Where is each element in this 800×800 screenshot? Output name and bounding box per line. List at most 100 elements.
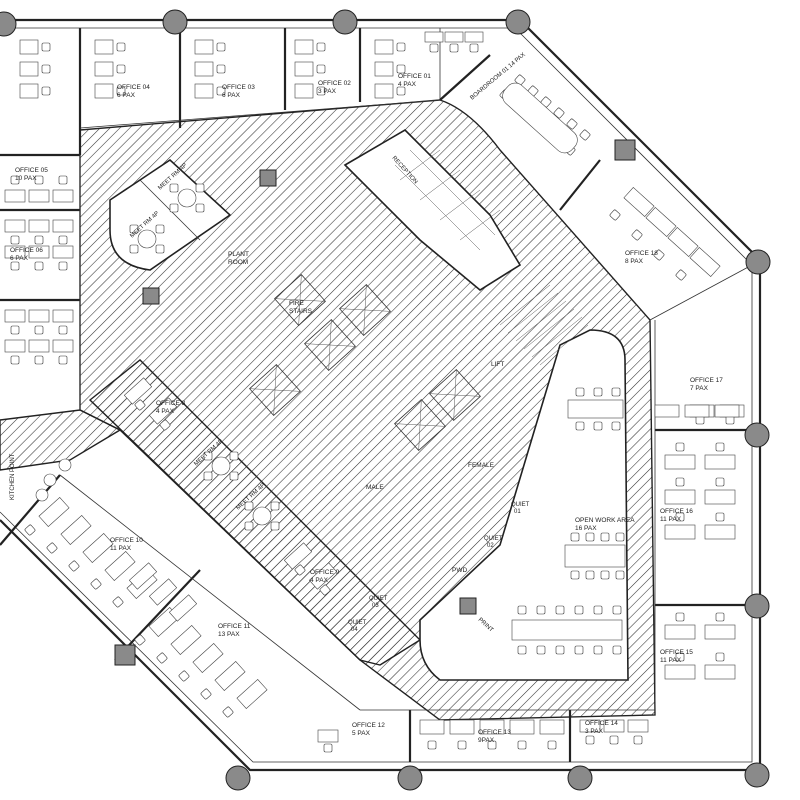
chair bbox=[10, 175, 20, 185]
chair bbox=[41, 86, 51, 96]
plant-room-line1: PLANT bbox=[228, 251, 249, 258]
chair bbox=[457, 740, 467, 750]
desk bbox=[28, 339, 50, 353]
office13-name: OFFICE 13 bbox=[478, 729, 511, 736]
desk bbox=[4, 339, 26, 353]
desk bbox=[28, 309, 50, 323]
meeting-tables bbox=[137, 188, 272, 526]
chair bbox=[631, 229, 643, 241]
chair bbox=[34, 355, 44, 365]
desk bbox=[704, 489, 736, 505]
desk bbox=[704, 454, 736, 470]
chair bbox=[675, 652, 685, 662]
chair bbox=[612, 605, 622, 615]
office08-pax: 4 PAX bbox=[156, 408, 175, 415]
chair bbox=[58, 355, 68, 365]
quiet03-line1: QUIET bbox=[369, 596, 388, 602]
chair bbox=[316, 86, 326, 96]
chair bbox=[229, 451, 239, 461]
lift-label: LIFT bbox=[491, 361, 504, 368]
desk bbox=[664, 454, 696, 470]
chair bbox=[396, 86, 406, 96]
desk bbox=[194, 83, 214, 99]
chair bbox=[517, 645, 527, 655]
chair bbox=[547, 740, 557, 750]
desk bbox=[4, 245, 26, 259]
desk bbox=[192, 643, 224, 673]
desk bbox=[374, 39, 394, 55]
chair bbox=[58, 235, 68, 245]
chair bbox=[396, 64, 406, 74]
chair bbox=[579, 129, 591, 141]
desk bbox=[52, 189, 74, 203]
chair bbox=[593, 605, 603, 615]
chair bbox=[611, 421, 621, 431]
chair bbox=[222, 706, 234, 718]
chair bbox=[244, 521, 254, 531]
chair bbox=[58, 175, 68, 185]
desk bbox=[664, 664, 696, 680]
office06-name: OFFICE 06 bbox=[10, 247, 43, 254]
open-work-area-name: OPEN WORK AREA bbox=[575, 517, 635, 524]
desk bbox=[294, 83, 314, 99]
desk bbox=[94, 39, 114, 55]
chair bbox=[449, 43, 459, 53]
desk bbox=[52, 219, 74, 233]
chair bbox=[270, 521, 280, 531]
chair bbox=[570, 570, 580, 580]
chair bbox=[200, 688, 212, 700]
desk bbox=[168, 594, 198, 622]
chair bbox=[34, 235, 44, 245]
chair bbox=[10, 355, 20, 365]
desk bbox=[704, 664, 736, 680]
chair bbox=[575, 387, 585, 397]
chair bbox=[323, 743, 333, 753]
desk bbox=[667, 227, 699, 257]
chair bbox=[169, 203, 179, 213]
desk bbox=[52, 339, 74, 353]
desk bbox=[283, 542, 313, 570]
chair bbox=[570, 532, 580, 542]
chair bbox=[715, 477, 725, 487]
chair bbox=[600, 570, 610, 580]
desk bbox=[128, 562, 158, 590]
quiet01-line2: 01 bbox=[514, 509, 521, 515]
desk bbox=[603, 719, 625, 733]
chair bbox=[593, 421, 603, 431]
office16-pax: 11 PAX bbox=[660, 516, 682, 523]
office12-pax: 5 PAX bbox=[352, 730, 371, 737]
office01-name: OFFICE 01 bbox=[398, 73, 431, 80]
chair bbox=[216, 86, 226, 96]
chair bbox=[574, 645, 584, 655]
desk bbox=[19, 61, 39, 77]
desk bbox=[664, 489, 696, 505]
chair bbox=[427, 740, 437, 750]
chair bbox=[178, 670, 190, 682]
desk bbox=[194, 39, 214, 55]
chair bbox=[155, 224, 165, 234]
chair bbox=[216, 64, 226, 74]
desk bbox=[148, 578, 178, 606]
office05-name: OFFICE 05 bbox=[15, 167, 48, 174]
office11-name: OFFICE 11 bbox=[218, 623, 251, 630]
stair-treads bbox=[499, 284, 589, 366]
chair bbox=[429, 43, 439, 53]
chair bbox=[203, 451, 213, 461]
chair bbox=[517, 605, 527, 615]
structural-columns bbox=[0, 9, 771, 791]
chair bbox=[675, 442, 685, 452]
chair bbox=[675, 269, 687, 281]
office17-pax: 7 PAX bbox=[690, 385, 709, 392]
quiet04-line1: QUIET bbox=[348, 620, 367, 626]
chair bbox=[566, 118, 578, 130]
desk bbox=[664, 624, 696, 640]
chair bbox=[134, 399, 146, 411]
chair bbox=[116, 42, 126, 52]
chair bbox=[34, 175, 44, 185]
chair bbox=[229, 471, 239, 481]
chair bbox=[396, 42, 406, 52]
chair bbox=[653, 249, 665, 261]
chair bbox=[469, 43, 479, 53]
desk bbox=[19, 83, 39, 99]
desk bbox=[170, 625, 202, 655]
